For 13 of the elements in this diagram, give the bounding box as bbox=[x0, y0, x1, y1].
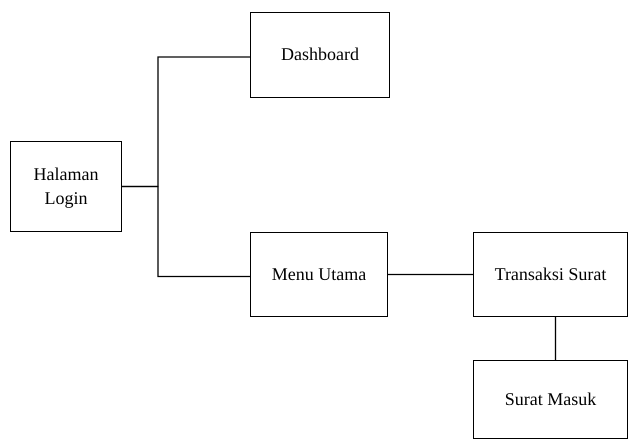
box-label: Transaksi Surat bbox=[494, 262, 606, 286]
process-box bbox=[473, 360, 628, 439]
box-label: Dashboard bbox=[281, 43, 359, 66]
connector-line bbox=[122, 186, 250, 278]
process-box bbox=[250, 232, 388, 317]
box-label: Surat Masuk bbox=[504, 388, 596, 411]
process-box bbox=[250, 12, 390, 98]
box-label: Menu Utama bbox=[272, 262, 366, 286]
connector-line bbox=[388, 274, 473, 276]
box-label: Halaman Login bbox=[32, 163, 100, 210]
process-box bbox=[10, 141, 122, 232]
process-box bbox=[473, 232, 628, 317]
connector-line bbox=[554, 317, 556, 360]
